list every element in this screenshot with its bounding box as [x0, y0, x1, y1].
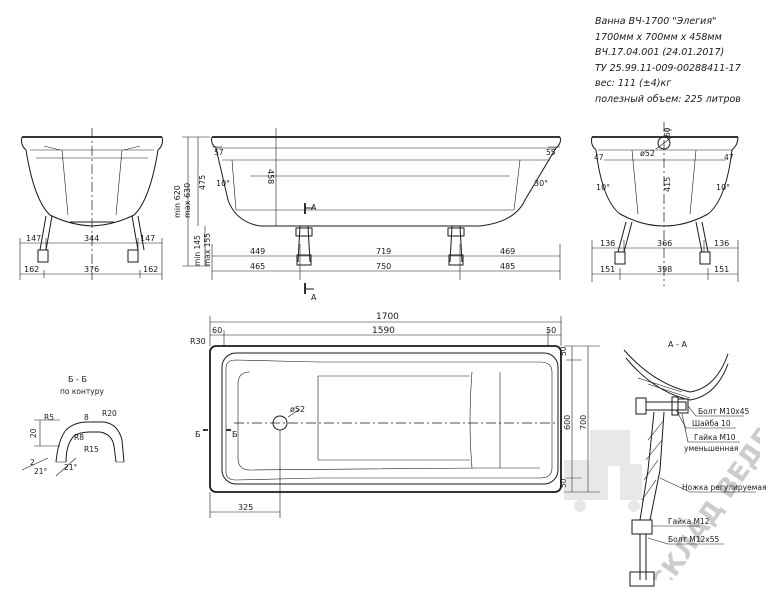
drain-hole-icon: [657, 136, 671, 150]
dim-55: 55: [546, 148, 556, 157]
section-a-title: А - А: [668, 340, 687, 349]
dim-8: 8: [84, 413, 89, 422]
dim-151-a: 151: [600, 265, 615, 274]
dim-458: 458: [266, 169, 275, 184]
dim-147-b: 147: [140, 234, 155, 243]
angle-21-b: 21°: [64, 463, 78, 472]
angle-30: 30°: [534, 179, 548, 188]
spec-size: 1700мм x 700мм x 458мм: [595, 31, 722, 43]
section-b-title: Б - Б: [68, 375, 87, 384]
dim-162-b: 162: [143, 265, 158, 274]
dim-344: 344: [84, 234, 99, 243]
dim-366: 366: [657, 239, 672, 248]
section-b-detail: Б - Б по контуру R5 8 R20 20 R8 R15 2 21…: [21, 375, 125, 477]
spec-volume: полезный объем: 225 литров: [595, 93, 741, 105]
callout-nut-m12: Гайка М12: [668, 517, 710, 526]
angle-10: 10°: [216, 179, 230, 188]
section-a-detail: А - А Болт М10х45 Шайба 10 Гайка М1: [623, 340, 767, 587]
dim-min-620: min 620: [173, 185, 182, 218]
dim-147-a: 147: [26, 234, 41, 243]
spec-code: ВЧ.17.04.001 (24.01.2017): [595, 47, 725, 59]
dim-1590: 1590: [372, 326, 395, 336]
angle-21-a: 21°: [34, 467, 48, 476]
callout-washer-10: Шайба 10: [692, 419, 731, 428]
end-view-right: 60 ø52 47 47 415 10° 10° 136 366 136 151…: [591, 122, 739, 286]
section-b-mark-left: Б: [195, 430, 201, 439]
callout-bolt-m12: Болт М12х55: [668, 535, 720, 544]
dim-398: 398: [657, 265, 672, 274]
dim-50-top: 50: [546, 326, 556, 335]
spec-weight: вес: 111 (±4)кг: [595, 78, 672, 90]
specification-block: Ванна ВЧ-1700 "Элегия" 1700мм x 700мм x …: [595, 14, 741, 108]
dim-151-b: 151: [714, 265, 729, 274]
angle-10-a: 10°: [596, 183, 610, 192]
dim-1700: 1700: [376, 312, 399, 322]
dim-415: 415: [663, 177, 672, 192]
dim-r5: R5: [44, 413, 54, 422]
dim-47-b: 47: [724, 153, 734, 162]
dim-475: 475: [198, 175, 207, 190]
dim-750: 750: [376, 262, 391, 271]
dim-r8: R8: [74, 433, 84, 442]
dim-min-145: min 145: [193, 235, 202, 266]
dim-600: 600: [563, 415, 572, 430]
dim-700: 700: [579, 415, 588, 430]
dim-2: 2: [30, 458, 35, 467]
dim-325: 325: [238, 503, 253, 512]
dim-469: 469: [500, 247, 515, 256]
dim-20: 20: [29, 428, 38, 438]
dim-47-a: 47: [594, 153, 604, 162]
angle-10-b: 10°: [716, 183, 730, 192]
dim-719: 719: [376, 247, 391, 256]
dim-r30: R30: [190, 337, 206, 346]
dim-50-right-top: 50: [559, 346, 568, 356]
end-view-left: 147 344 147 162 376 162: [19, 128, 163, 280]
dim-50-right-bottom: 50: [559, 478, 568, 488]
dim-465: 465: [250, 262, 265, 271]
dim-max-155: max 155: [203, 233, 212, 266]
dim-376: 376: [84, 265, 99, 274]
dim-max-630: max 630: [183, 183, 192, 218]
dim-136-b: 136: [714, 239, 729, 248]
spec-title: Ванна ВЧ-1700 "Элегия": [595, 16, 717, 27]
section-b-subtitle: по контуру: [60, 387, 104, 396]
spec-tu: ТУ 25.99.11-009-00288411-17: [595, 62, 741, 74]
dim-d52-top: ø52: [290, 405, 305, 414]
dim-60-top: 60: [212, 326, 222, 335]
section-a-mark-bottom: A: [311, 293, 317, 302]
dim-162-a: 162: [24, 265, 39, 274]
callout-adjustable-leg: Ножка регулируемая: [682, 483, 767, 492]
callout-nut-m10: Гайка М10: [694, 433, 736, 442]
dim-485: 485: [500, 262, 515, 271]
dim-60-right: 60: [663, 127, 672, 137]
section-a-mark-top: A: [311, 203, 317, 212]
dim-r15: R15: [84, 445, 99, 454]
top-view: 1700 60 1590 50 R30 ø52 Б Б 50 600 700 5…: [190, 312, 600, 518]
dim-136-a: 136: [600, 239, 615, 248]
dim-449: 449: [250, 247, 265, 256]
dim-r20: R20: [102, 409, 117, 418]
dim-d52-right: ø52: [640, 149, 655, 158]
callout-nut-m10-reduced: уменьшенная: [684, 444, 738, 453]
section-b-mark-right: Б: [232, 430, 238, 439]
callout-bolt-m10: Болт М10х45: [698, 407, 750, 416]
dim-57: 57: [214, 148, 224, 157]
side-view: 458 A A 57 55 10° 30° 449 719 469 465: [173, 128, 561, 302]
